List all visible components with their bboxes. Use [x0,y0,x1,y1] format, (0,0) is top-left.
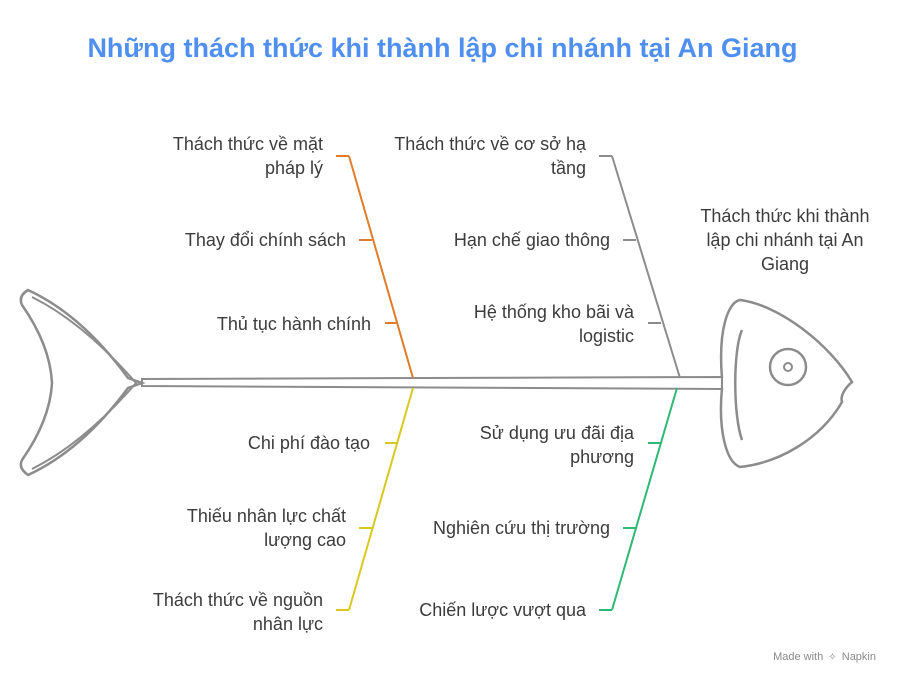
bone-legal [336,155,414,379]
branch-title-strategy: Chiến lược vượt qua [419,600,586,620]
credit-made-with: Made with [773,651,824,663]
cause-item: Sử dụng ưu đãi địa phương [479,423,634,467]
fish-head [719,298,854,469]
head-label: Thách thức khi thành lập chi nhánh tại A… [700,206,870,274]
cause-item: Thay đổi chính sách [184,230,346,250]
credit-brand: Napkin [841,651,876,663]
cause-item: Hệ thống kho bãi và logistic [473,302,634,346]
branch-title-infrastructure: Thách thức về cơ sở hạ tầng [394,134,586,178]
fish-eye [768,347,808,387]
cause-item: Thủ tục hành chính [216,314,371,334]
cause-item: Nghiên cứu thị trường [433,518,610,538]
cause-item: Thiếu nhân lực chất lượng cao [186,506,346,550]
diagram-title: Những thách thức khi thành lập chi nhánh… [87,33,798,63]
branch-title-human: Thách thức về nguồn nhân lực [152,590,323,634]
cause-item: Hạn chế giao thông [453,230,610,250]
branch-title-legal: Thách thức về mặt pháp lý [172,134,323,178]
bone-human [336,387,414,611]
fish-tail [19,288,146,477]
bone-infrastructure [599,155,681,379]
cause-item: Chi phí đào tạo [247,433,370,453]
bone-strategy [599,387,678,611]
napkin-credit[interactable]: Made with ✧ Napkin [773,651,876,663]
fish-spine [141,375,723,391]
napkin-logo-icon: ✧ [828,652,837,663]
